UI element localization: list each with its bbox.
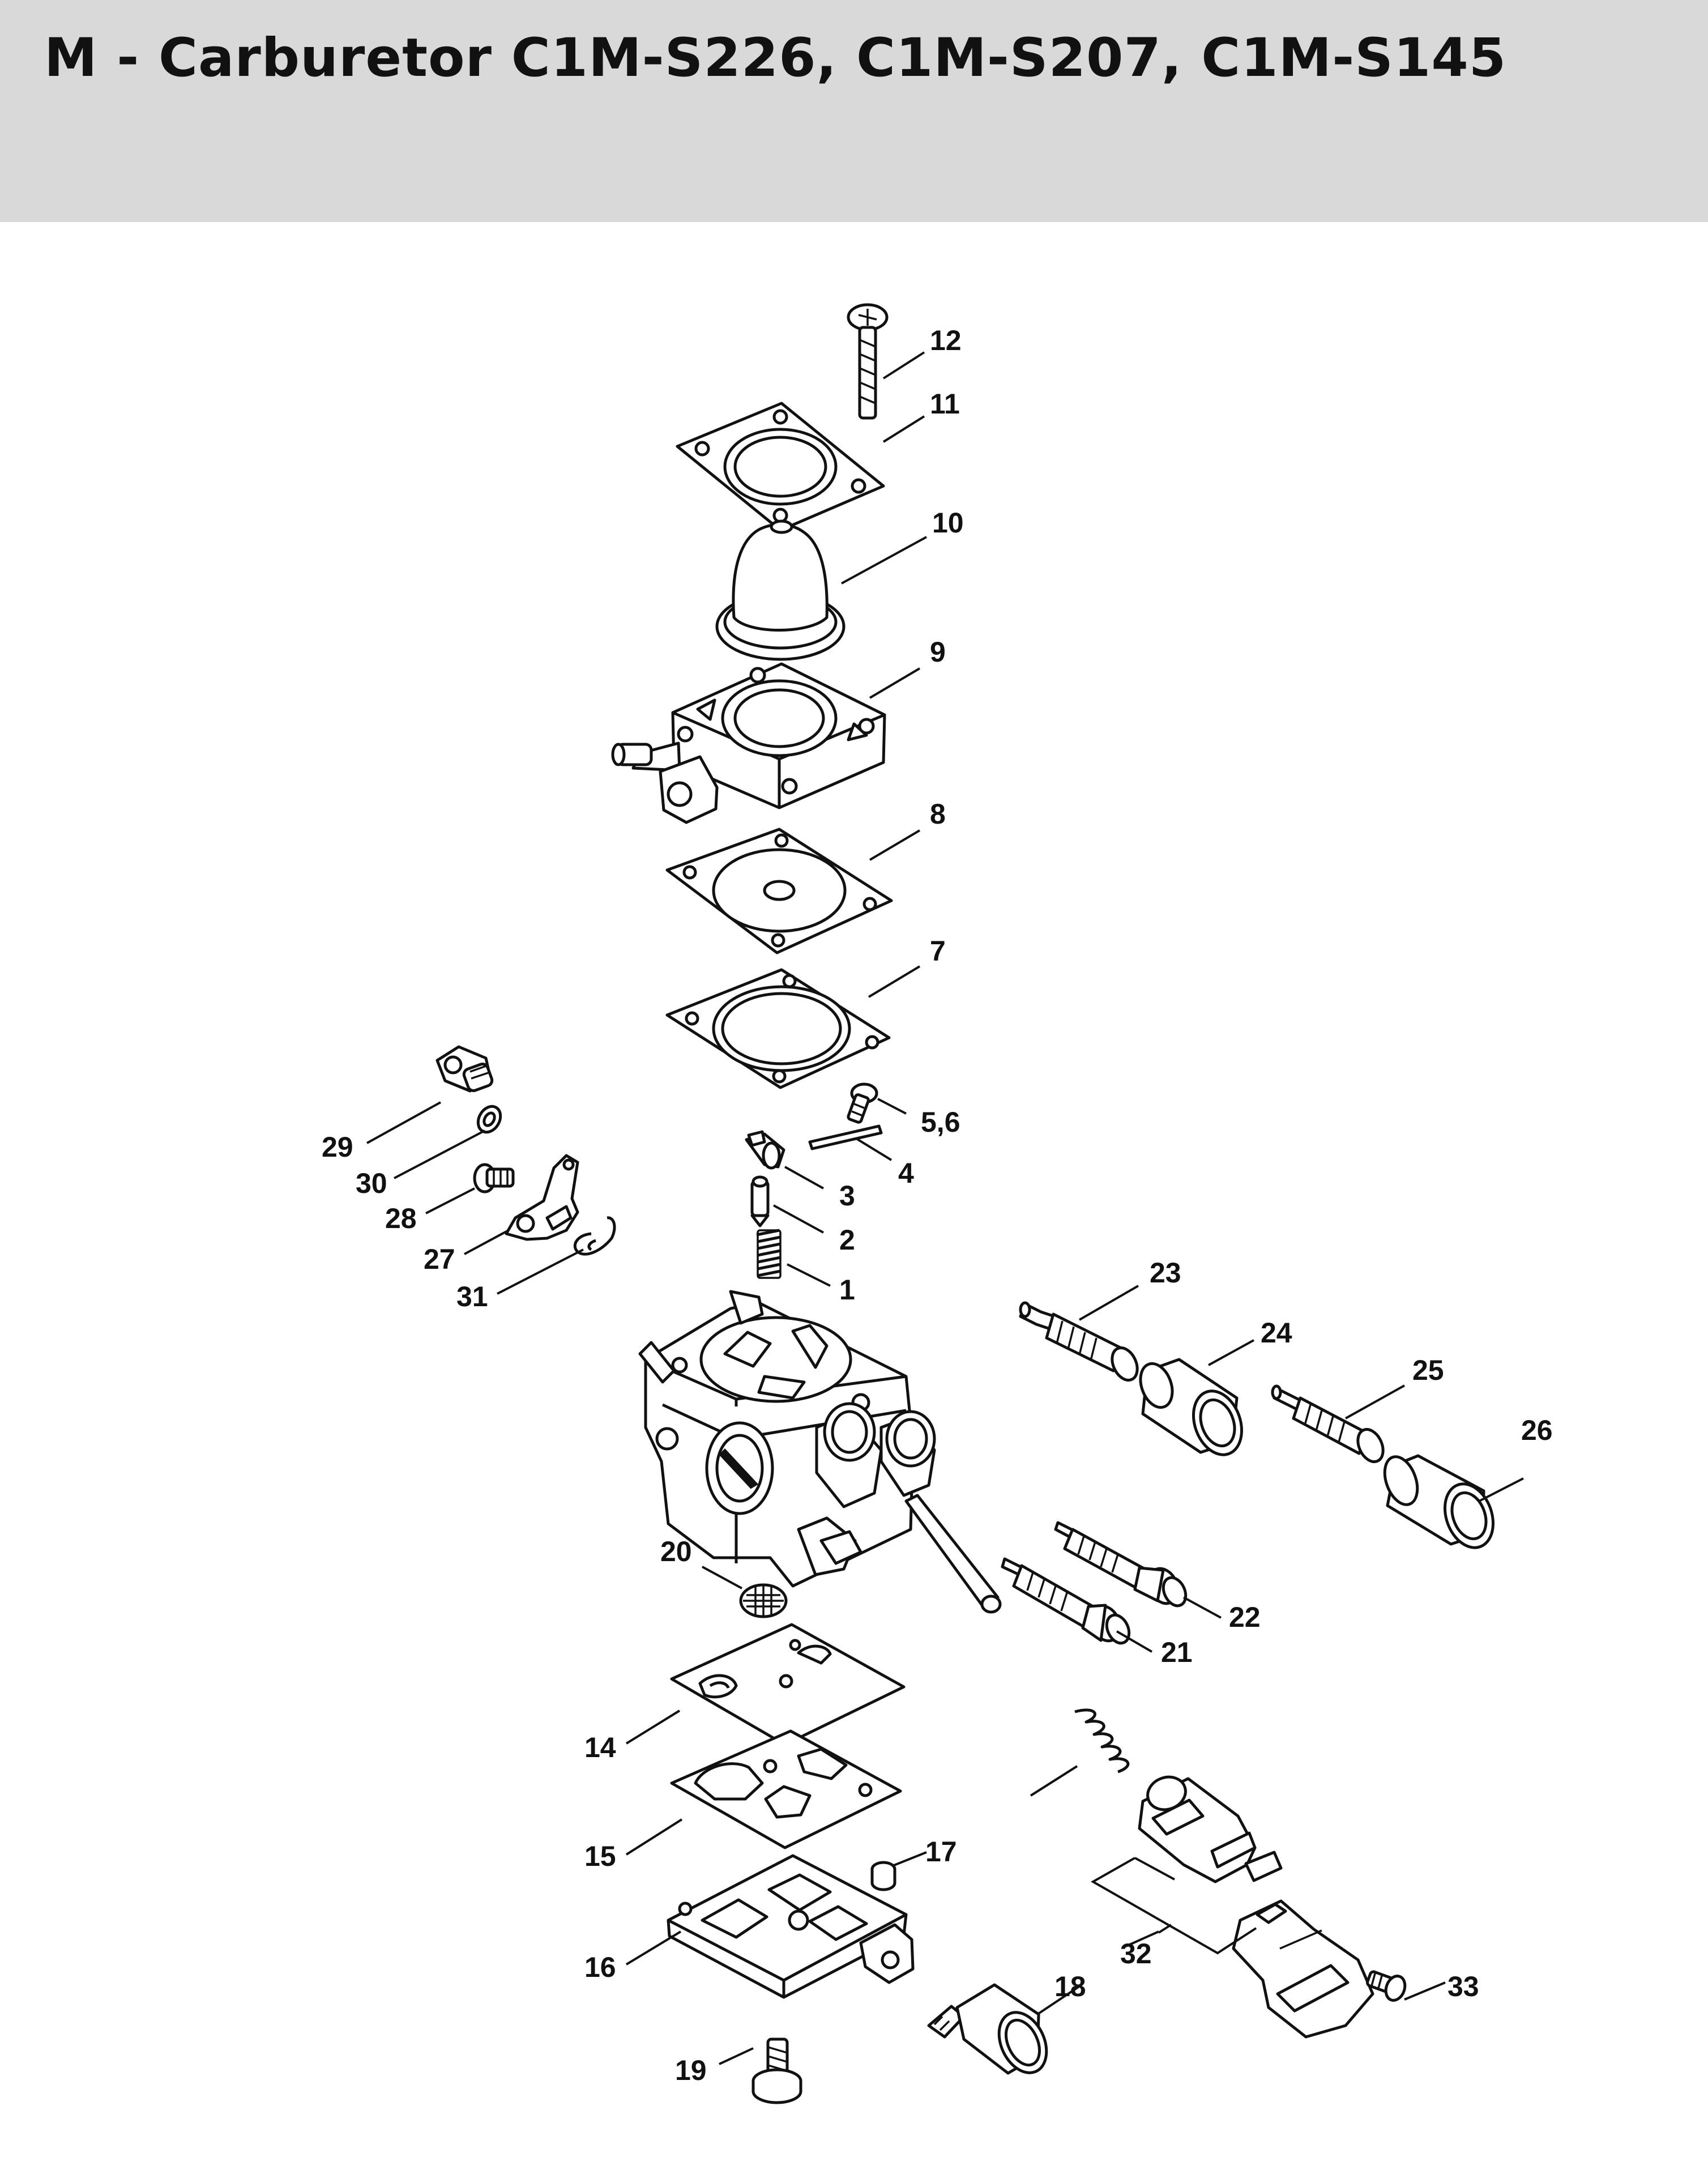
part-18-screw — [751, 2037, 802, 2104]
part-11-gasket — [676, 402, 885, 532]
leader-lines — [366, 351, 1524, 2065]
part-22-adjusting-screw — [1019, 1301, 1139, 1382]
callout-21: 22 — [1229, 1601, 1261, 1633]
part-16-plug — [870, 1861, 896, 1891]
callout-15: 16 — [584, 1951, 616, 1983]
part-2-inlet-needle — [750, 1175, 770, 1227]
callout-28: 29 — [322, 1131, 353, 1163]
page-header: M - Carburetor C1M-S226, C1M-S207, C1M-S… — [0, 0, 1708, 222]
callout-26: 27 — [424, 1243, 455, 1275]
callout-23: 24 — [1261, 1317, 1292, 1349]
callout-8: 8 — [930, 798, 946, 830]
part-20-screw — [1001, 1557, 1131, 1645]
part-12-screw — [847, 303, 889, 420]
callout-30: 31 — [456, 1281, 488, 1312]
part-31-choke-knob — [1138, 1775, 1374, 2039]
callout-labels: 12 11 10 9 8 7 5,6 4 3 2 1 23 24 25 26 2… — [322, 325, 1553, 2086]
part-8-pump-diaphragm — [665, 828, 893, 954]
part-7-gasket — [665, 968, 891, 1089]
part-23-limiter-cap — [1139, 1358, 1244, 1456]
part-10-primer-bulb — [715, 519, 846, 661]
part-13-metering-diaphragm — [670, 1623, 906, 1746]
callout-1: 1 — [839, 1274, 855, 1306]
callout-27: 28 — [385, 1203, 417, 1234]
part-17-knob-screw — [927, 1983, 1048, 2075]
part-1-spring — [756, 1229, 782, 1279]
callout-14: 15 — [584, 1840, 616, 1872]
part-carburetor-body — [638, 1290, 1002, 1614]
callout-7: 7 — [930, 935, 946, 967]
part-27-screw — [473, 1163, 515, 1193]
callout-31: 32 — [1120, 1938, 1152, 1970]
callout-12: 12 — [930, 325, 962, 356]
part-30-e-clip — [573, 1216, 616, 1256]
part-29-washer — [476, 1105, 502, 1134]
part-4-pin — [808, 1124, 883, 1150]
part-14-gasket — [670, 1729, 902, 1849]
part-24-adjusting-screw — [1271, 1384, 1385, 1463]
part-33-spring — [1074, 1708, 1130, 1774]
callout-16: 17 — [925, 1836, 957, 1868]
callout-22: 23 — [1150, 1257, 1181, 1289]
callout-10: 10 — [932, 507, 964, 539]
callout-18: 19 — [675, 2054, 707, 2086]
callout-4: 4 — [898, 1157, 914, 1189]
part-26-throttle-lever — [505, 1154, 579, 1241]
callout-29: 30 — [356, 1167, 387, 1199]
callout-24: 25 — [1412, 1354, 1444, 1386]
callout-5-6: 5,6 — [921, 1106, 960, 1138]
part-32-screw — [1366, 1970, 1407, 2002]
callout-2: 2 — [839, 1224, 855, 1256]
part-5-6-screw — [847, 1082, 878, 1124]
callout-25: 26 — [1521, 1414, 1553, 1446]
callout-32: 33 — [1447, 1971, 1479, 2002]
callout-19: 20 — [660, 1536, 692, 1567]
callout-13: 14 — [584, 1732, 616, 1763]
callout-20: 21 — [1161, 1636, 1193, 1668]
callout-11: 11 — [930, 388, 960, 420]
part-19-fuel-screen — [739, 1583, 788, 1618]
page-title: M - Carburetor C1M-S226, C1M-S207, C1M-S… — [44, 27, 1507, 89]
part-28-fitting — [435, 1045, 494, 1093]
callout-9: 9 — [930, 636, 946, 668]
part-3-inlet-lever — [745, 1130, 785, 1170]
callout-3: 3 — [839, 1180, 855, 1212]
part-15-metering-cover — [667, 1854, 915, 1999]
part-25-limiter-cap — [1383, 1454, 1495, 1549]
part-9-primer-housing — [611, 662, 886, 824]
callout-17: 18 — [1054, 1971, 1086, 2002]
part-21-screw — [1054, 1521, 1188, 1608]
